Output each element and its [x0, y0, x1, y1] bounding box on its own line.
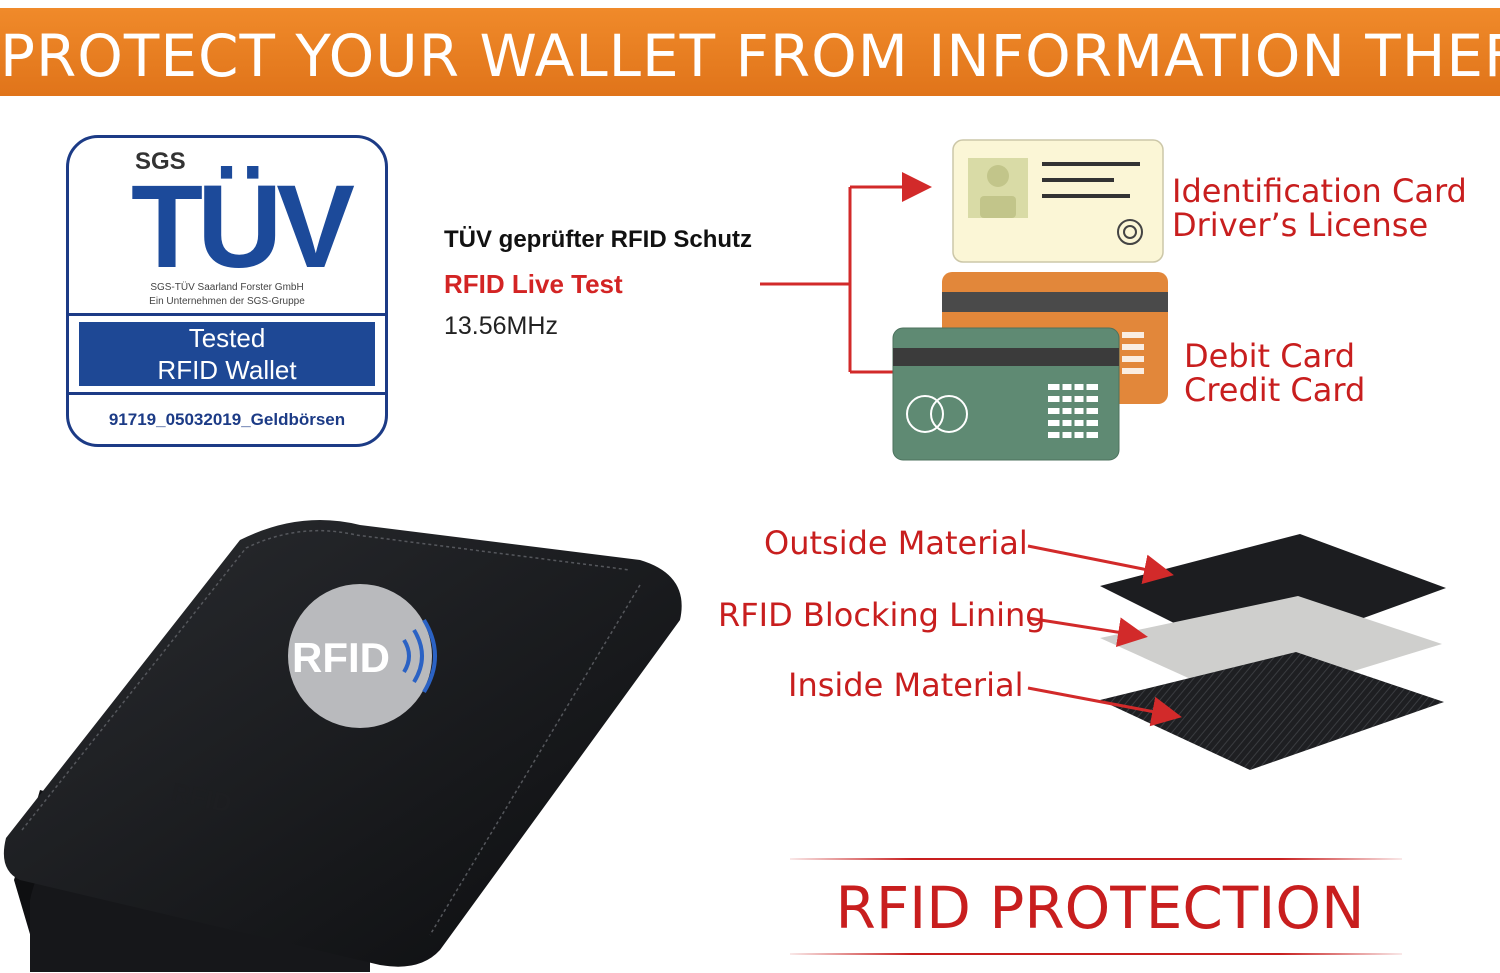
tuv-certification-badge: SGS TÜV SGS-TÜV Saarland Forster GmbH Ei… [66, 135, 388, 447]
badge-tested-line2: RFID Wallet [157, 355, 297, 385]
badge-certificate-code: 91719_05032019_Geldbörsen [108, 410, 346, 429]
drivers-license-label: Driver’s License [1172, 206, 1429, 244]
footer-top-rule [790, 858, 1402, 860]
rfid-live-test-text: RFID Live Test [444, 269, 623, 299]
header-banner: PROTECT YOUR WALLET FROM INFORMATION THE… [0, 8, 1500, 96]
rfid-wallet-image: RFID RFID [3, 520, 682, 972]
badge-tested-box: Tested RFID Wallet [79, 322, 375, 386]
debit-card-label: Debit Card [1184, 337, 1356, 375]
footer-bottom-rule [790, 953, 1402, 955]
badge-tested-line1: Tested [188, 323, 266, 353]
material-layers-diagram [1100, 534, 1446, 770]
badge-tested-band: Tested RFID Wallet [69, 313, 385, 395]
badge-subline-2: Ein Unternehmen der SGS-Gruppe [149, 296, 305, 307]
tuv-tested-text: TÜV geprüfter RFID Schutz [444, 226, 753, 253]
badge-subline-1: SGS-TÜV Saarland Forster GmbH [150, 282, 304, 293]
badge-sgs-text: SGS [135, 148, 186, 175]
banner-title: PROTECT YOUR WALLET FROM INFORMATION THE… [0, 22, 1500, 90]
id-card-icon [952, 139, 1164, 263]
id-card-label: Identification Card [1172, 172, 1467, 210]
wallet-rfid-logo-text: RFID [292, 634, 390, 681]
credit-card-label: Credit Card [1184, 371, 1366, 409]
layer-pointer-arrows [1027, 544, 1182, 727]
frequency-text: 13.56MHz [444, 312, 558, 340]
rfid-lining-layer [1100, 596, 1442, 704]
rfid-lining-label: RFID Blocking Lining [718, 596, 1046, 634]
badge-tuv-logo: TÜV [131, 161, 355, 293]
inside-material-layer [1100, 652, 1444, 770]
credit-card-icon [892, 327, 1120, 461]
inside-material-label: Inside Material [788, 666, 1024, 704]
card-pointer-arrows [760, 172, 932, 387]
rfid-protection-title: RFID PROTECTION [835, 874, 1365, 942]
outside-material-label: Outside Material [764, 524, 1028, 562]
